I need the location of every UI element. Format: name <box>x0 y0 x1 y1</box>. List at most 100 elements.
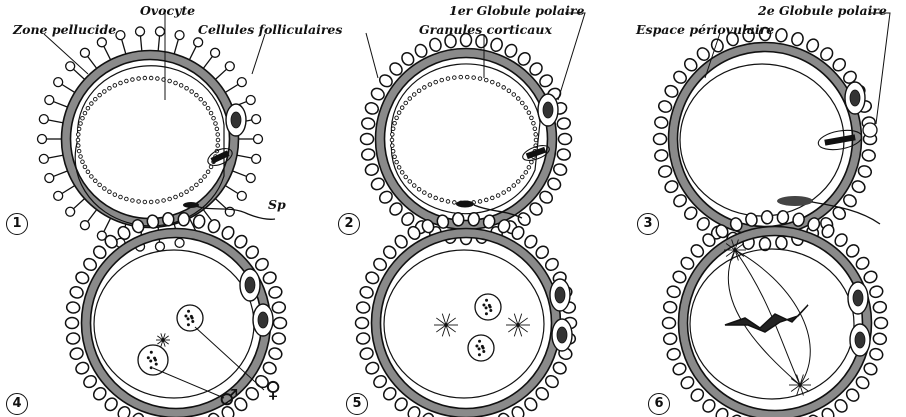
cortical-granule <box>404 175 408 179</box>
cortical-granule <box>417 89 421 93</box>
polar-body-chromatin <box>543 102 553 118</box>
cortical-granule <box>428 83 432 87</box>
follicular-cell <box>232 233 249 250</box>
cortical-granule <box>390 133 394 137</box>
follicular-cell-stalk <box>225 84 239 92</box>
polar-body-chromatin <box>557 327 567 343</box>
cortical-granule <box>119 81 123 85</box>
leader-line <box>366 33 378 78</box>
pronucleus <box>177 305 203 331</box>
pronucleus-chromatin <box>150 366 153 369</box>
follicular-cell <box>97 38 106 47</box>
cortical-granule <box>206 106 210 110</box>
follicular-cell-stalk <box>73 198 85 209</box>
label-espace-periovulaire: Espace périovulaire <box>636 22 774 37</box>
metaphase-chromosomes <box>725 305 808 332</box>
zona-pellucida <box>376 233 556 413</box>
label-sperm: Sp <box>268 197 286 212</box>
male-symbol: ♂ <box>219 388 239 410</box>
label-granules-corticaux: Granules corticaux <box>419 22 552 37</box>
follicular-cell <box>155 242 164 251</box>
follicular-cell <box>654 134 667 145</box>
cortical-granule <box>137 77 141 81</box>
cortical-granule <box>478 77 482 81</box>
cortical-granule <box>98 93 102 97</box>
cortical-granule <box>533 127 537 131</box>
follicular-cell <box>381 385 398 402</box>
follicular-cell-stalk <box>174 39 178 54</box>
cortical-granule <box>527 166 531 170</box>
follicular-cell <box>868 285 884 299</box>
pronucleus-chromatin <box>478 340 481 343</box>
follicular-cell <box>663 318 676 329</box>
cortical-granule <box>76 144 80 148</box>
follicular-cell <box>39 154 48 163</box>
leader-line <box>153 368 224 398</box>
cortical-granule <box>174 195 178 199</box>
follicular-cell <box>69 285 85 299</box>
mitotic-spindle <box>728 250 810 385</box>
cortical-granule <box>440 78 444 82</box>
cortical-granule <box>459 75 463 79</box>
follicular-cell <box>820 406 836 417</box>
polar-body-chromatin <box>850 90 860 106</box>
follicular-cell-stalk <box>73 69 85 80</box>
follicular-cell <box>654 149 669 162</box>
pronucleus-chromatin <box>187 323 190 326</box>
stage-number-3: 3 <box>637 213 659 235</box>
follicular-cell <box>552 162 568 176</box>
cortical-granule <box>440 198 444 202</box>
follicular-cell <box>546 176 563 192</box>
follicular-cell <box>850 179 867 195</box>
follicular-cell <box>657 99 673 113</box>
cortical-granule <box>149 76 153 80</box>
follicular-cell <box>103 396 120 413</box>
cortical-granule <box>390 138 394 142</box>
cortical-granule <box>397 166 401 170</box>
cortical-granule <box>434 196 438 200</box>
follicular-cell-stalk <box>48 155 64 158</box>
leader-line <box>558 13 585 100</box>
follicular-cell <box>657 164 673 178</box>
follicular-cell <box>39 115 48 124</box>
follicular-cell <box>503 43 519 60</box>
chromosome-plate <box>824 134 855 145</box>
cortical-granule <box>108 190 112 194</box>
cortical-granule <box>86 170 90 174</box>
polar-body-chromatin <box>555 287 565 303</box>
follicular-cell-stalk <box>189 46 196 60</box>
follicular-cell <box>428 37 442 53</box>
follicular-cell <box>775 235 788 250</box>
cortical-granule <box>179 193 183 197</box>
cortical-granule <box>400 171 404 175</box>
follicular-cell <box>875 318 888 329</box>
follicular-cell <box>359 346 375 360</box>
polar-body-chromatin <box>853 290 863 306</box>
follicular-cell <box>833 397 850 414</box>
cortical-granule <box>507 89 511 93</box>
follicular-cell <box>272 301 286 314</box>
follicular-cell-stalk <box>104 46 111 60</box>
cortical-granule <box>103 90 107 94</box>
cortical-granule <box>199 179 203 183</box>
follicular-cell-stalk <box>62 84 76 92</box>
cortical-granule <box>391 149 395 153</box>
follicular-cell <box>80 221 89 230</box>
follicular-cell <box>557 148 572 161</box>
follicular-cell <box>220 225 236 242</box>
follicular-cell <box>175 238 184 247</box>
cortical-granule <box>76 133 80 137</box>
follicular-cell-stalk <box>122 39 126 54</box>
cortical-granule <box>81 116 85 120</box>
cortical-granule <box>93 97 97 101</box>
stage-number-1: 1 <box>6 213 28 235</box>
follicular-cell-stalk <box>237 155 253 158</box>
cortical-granule <box>113 84 117 88</box>
cortical-granule <box>86 106 90 110</box>
follicular-cell <box>207 412 222 417</box>
cortical-granule <box>156 77 160 81</box>
follicular-cell <box>497 412 512 417</box>
follicular-cell <box>663 179 680 195</box>
follicular-cell <box>66 62 75 71</box>
sperm-head <box>456 201 474 208</box>
